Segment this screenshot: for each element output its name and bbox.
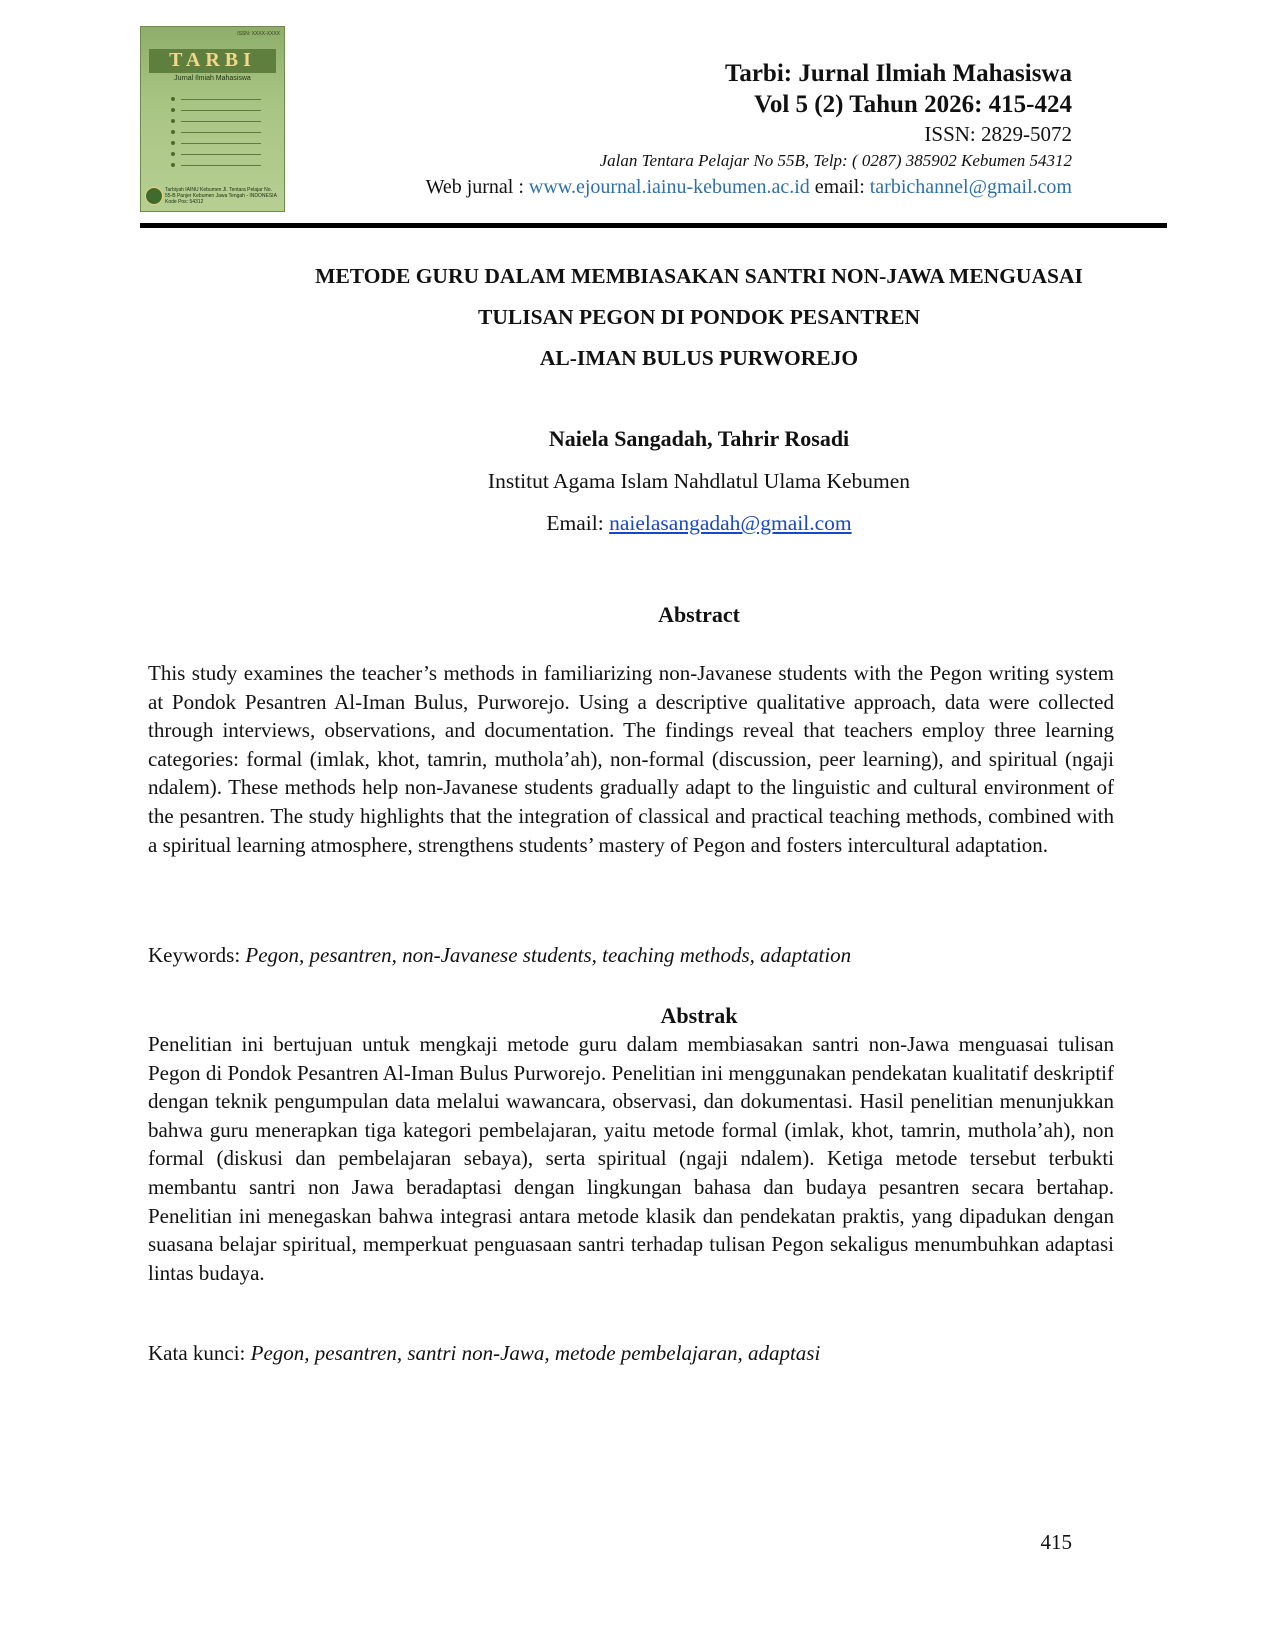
seal-icon xyxy=(145,187,163,205)
author-email-label: Email: xyxy=(546,511,610,535)
title-line-1: METODE GURU DALAM MEMBIASAKAN SANTRI NON… xyxy=(315,264,1083,288)
abstract-keywords: Keywords: Pegon, pesantren, non-Javanese… xyxy=(148,941,1114,969)
journal-issn: ISSN: 2829-5072 xyxy=(924,122,1072,146)
journal-web-line: Web jurnal : www.ejournal.iainu-kebumen.… xyxy=(312,173,1072,201)
cover-address: Tarbiyah IAINU Kebumen Jl. Tentara Pelaj… xyxy=(165,187,277,205)
journal-web-link[interactable]: www.ejournal.iainu-kebumen.ac.id xyxy=(528,176,810,198)
abstract-text: This study examines the teacher’s method… xyxy=(148,661,1114,857)
abstract-heading: Abstract xyxy=(658,602,740,627)
cover-logo: TARBI xyxy=(169,49,256,71)
journal-cover-image: ISSN: XXXX-XXXX TARBI Jurnal Ilmiah Maha… xyxy=(140,26,285,212)
journal-volume: Vol 5 (2) Tahun 2026: 415-424 xyxy=(754,91,1072,118)
paper-authors: Naiela Sangadah, Tahrir Rosadi xyxy=(548,426,850,451)
journal-header: Tarbi: Jurnal Ilmiah Mahasiswa Vol 5 (2)… xyxy=(312,58,1072,201)
journal-name: Tarbi: Jurnal Ilmiah Mahasiswa xyxy=(724,60,1072,87)
kata-kunci-label: Kata kunci: xyxy=(148,1341,251,1365)
email-label: email: xyxy=(809,176,870,198)
journal-address: Jalan Tentara Pelajar No 55B, Telp: ( 02… xyxy=(599,151,1072,170)
abstrak-heading: Abstrak xyxy=(660,1003,738,1028)
cover-band xyxy=(149,49,276,73)
paper-affiliation: Institut Agama Islam Nahdlatul Ulama Keb… xyxy=(487,469,911,493)
cover-issn: ISSN: XXXX-XXXX xyxy=(237,31,280,37)
paper-title: METODE GURU DALAM MEMBIASAKAN SANTRI NON… xyxy=(140,256,1258,379)
abstrak-text: Penelitian ini bertujuan untuk mengkaji … xyxy=(148,1032,1114,1285)
author-email-link[interactable]: naielasangadah@gmail.com xyxy=(609,511,852,535)
keywords-label: Keywords: xyxy=(148,943,246,967)
page-number: 415 xyxy=(1040,1530,1073,1554)
kata-kunci-value: Pegon, pesantren, santri non-Jawa, metod… xyxy=(250,1341,821,1365)
header-divider xyxy=(140,223,1167,228)
journal-email-link[interactable]: tarbichannel@gmail.com xyxy=(869,176,1072,198)
abstrak-keywords: Kata kunci: Pegon, pesantren, santri non… xyxy=(148,1339,1114,1367)
cover-decorative-lines xyxy=(171,97,261,176)
title-line-2: TULISAN PEGON DI PONDOK PESANTREN xyxy=(478,305,920,329)
cover-subtitle: Jurnal Ilmiah Mahasiswa xyxy=(174,75,251,82)
web-label: Web jurnal : xyxy=(425,176,529,198)
title-line-3: AL-IMAN BULUS PURWOREJO xyxy=(539,346,859,370)
keywords-value: Pegon, pesantren, non-Javanese students,… xyxy=(245,943,852,967)
author-email-line: Email: naielasangadah@gmail.com xyxy=(140,508,1258,538)
